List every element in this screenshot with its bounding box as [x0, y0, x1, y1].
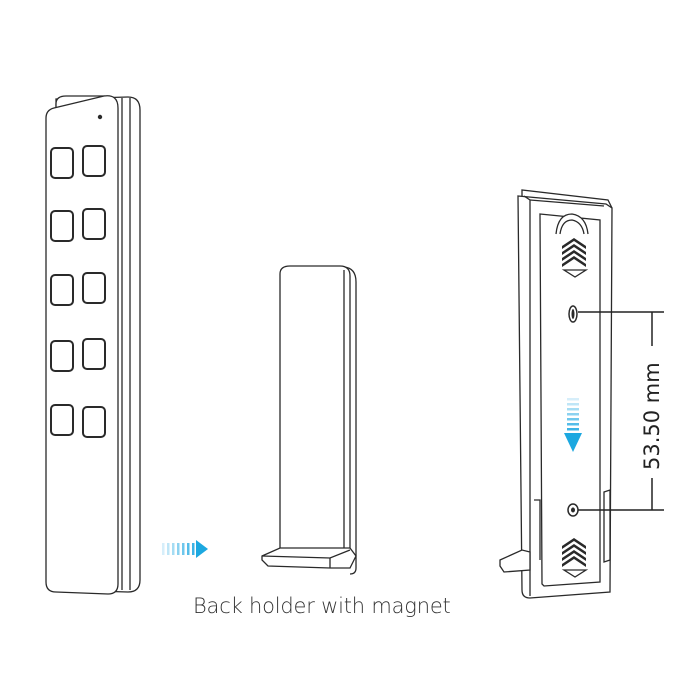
remote-button	[50, 210, 74, 242]
grip-chevrons-icon	[561, 238, 589, 278]
dimension-lines	[578, 311, 664, 511]
remote-button	[50, 340, 74, 372]
remote-button	[82, 208, 106, 240]
remote-button	[50, 274, 74, 306]
dimension-label: 53.50 mm	[640, 362, 664, 470]
wall-bracket	[499, 189, 613, 599]
remote-button	[82, 145, 106, 177]
right-arrow-icon	[162, 540, 208, 558]
caption-back-holder: Back holder with magnet	[193, 594, 451, 618]
led-indicator	[97, 114, 103, 120]
mounting-holes	[567, 305, 579, 517]
remote-button	[50, 404, 74, 436]
remote-buttons	[50, 145, 106, 438]
remote-button	[82, 338, 106, 370]
back-holder	[261, 265, 357, 575]
remote-button	[50, 147, 74, 179]
remote-button	[82, 272, 106, 304]
remote-button	[82, 406, 106, 438]
grip-chevrons-icon	[561, 538, 589, 578]
down-arrow-icon	[564, 398, 582, 452]
